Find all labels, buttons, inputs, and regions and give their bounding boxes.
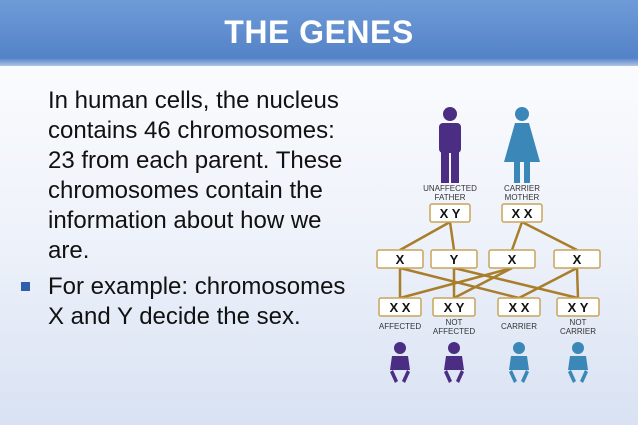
father-chromosome-box: X Y	[429, 203, 471, 223]
child-4-label-line2: CARRIER	[560, 327, 596, 336]
baby-icon-carrier	[509, 342, 529, 383]
line-father-y	[448, 221, 456, 251]
connection-lines	[398, 220, 580, 300]
child-box-4: X Y	[556, 297, 600, 317]
male-figure-icon	[439, 107, 461, 183]
child-2-label-line2: AFFECTED	[433, 327, 475, 336]
bullet-item: For example: chromosomes X and Y decide …	[21, 272, 348, 332]
mother-label-line2: MOTHER	[505, 193, 540, 202]
female-figure-icon	[504, 107, 540, 183]
line-gx3-c4	[575, 267, 580, 299]
father-label-line2: FATHER	[435, 193, 466, 202]
child-3-label: CARRIER	[501, 322, 537, 331]
line-mother-x1	[510, 221, 524, 251]
gamete-box-1: X	[376, 249, 424, 269]
line-gx3-c3	[518, 266, 578, 300]
mother-chromosome-box: X X	[501, 203, 543, 223]
child-box-1: X X	[378, 297, 422, 317]
slide-title: THE GENES	[224, 14, 414, 50]
svg-text:X X: X X	[512, 206, 533, 221]
bullet-text: For example: chromosomes X and Y decide …	[48, 273, 346, 330]
svg-text:X: X	[573, 252, 582, 267]
child-2-label-line1: NOT	[446, 318, 463, 327]
title-bar: THE GENES	[0, 0, 638, 66]
mother-label-line1: CARRIER	[504, 184, 540, 193]
svg-text:X: X	[396, 252, 405, 267]
child-4-label-line1: NOT	[570, 318, 587, 327]
gamete-box-4: X	[553, 249, 601, 269]
svg-text:Y: Y	[450, 252, 459, 267]
gamete-box-3: X	[488, 249, 536, 269]
father-label-line1: UNAFFECTED	[423, 184, 477, 193]
child-box-3: X X	[497, 297, 541, 317]
svg-text:X X: X X	[390, 300, 411, 315]
slide-body: In human cells, the nucleus contains 46 …	[21, 86, 348, 332]
svg-text:X X: X X	[509, 300, 530, 315]
line-gx2-c2	[453, 266, 513, 300]
svg-text:X: X	[508, 252, 517, 267]
line-gx2-c1	[399, 266, 513, 300]
line-father-x	[399, 220, 451, 252]
square-bullet-icon	[21, 282, 30, 291]
gamete-box-2: Y	[430, 249, 478, 269]
svg-text:X Y: X Y	[568, 300, 589, 315]
child-box-2: X Y	[432, 297, 476, 317]
intro-paragraph: In human cells, the nucleus contains 46 …	[48, 87, 343, 264]
baby-icon-not-affected	[444, 342, 464, 383]
line-gy-c4	[453, 266, 579, 300]
inheritance-diagram: UNAFFECTED FATHER CARRIER MOTHER X Y X X…	[376, 107, 601, 383]
child-1-label: AFFECTED	[379, 322, 421, 331]
baby-icon-not-carrier	[568, 342, 588, 383]
svg-text:X Y: X Y	[440, 206, 461, 221]
line-mother-x2	[521, 220, 578, 252]
svg-text:X Y: X Y	[444, 300, 465, 315]
baby-icon-affected	[390, 342, 410, 383]
